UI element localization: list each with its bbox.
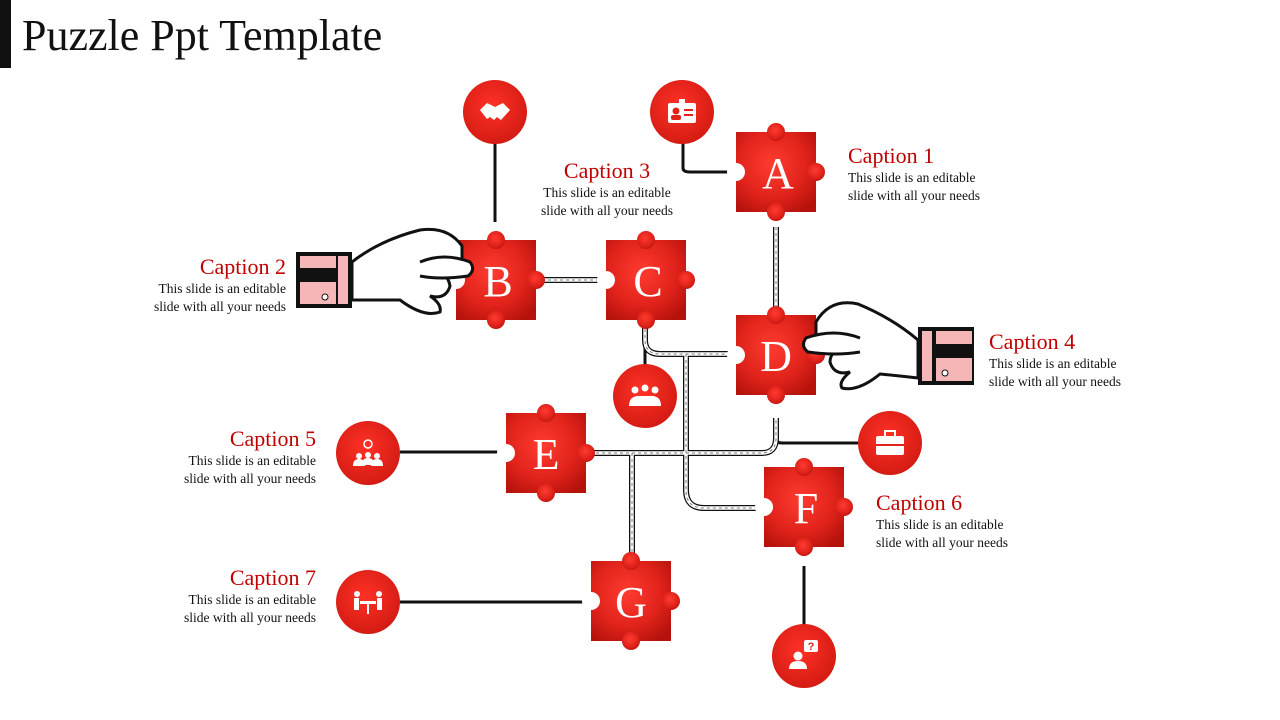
caption-5-line1: This slide is an editable [188,453,316,468]
hand-left-icon [296,227,475,315]
caption-1-line1: This slide is an editable [848,170,976,185]
puzzle-piece-e: E [497,404,595,502]
caption-5-heading: Caption 5 [229,426,316,451]
connector-d-briefcase [774,420,860,445]
caption-7-line1: This slide is an editable [188,592,316,607]
svg-text:?: ? [808,641,815,653]
id-card-icon [650,80,714,144]
caption-6-line2: slide with all your needs [876,535,1008,550]
puzzle-piece-g: G [582,552,680,650]
caption-3-line1: This slide is an editable [543,185,671,200]
idea-team-icon [336,421,400,485]
title-accent-bar [0,0,11,68]
caption-1-line2: slide with all your needs [848,188,980,203]
team-meeting-icon [613,364,677,428]
puzzle-letter-e: E [533,430,560,479]
caption-3-line2: slide with all your needs [541,203,673,218]
puzzle-piece-a: A [727,123,825,221]
caption-3-heading: Caption 3 [563,158,651,183]
puzzle-pieces: A B C D E F G [447,123,853,650]
meeting-table-icon [336,570,400,634]
caption-5: Caption 5 This slide is an editable slid… [96,426,316,488]
dashed-connectors [536,227,779,560]
handshake-icon [463,80,527,144]
page-title: Puzzle Ppt Template [22,11,383,60]
puzzle-letter-d: D [760,332,792,381]
caption-4-heading: Caption 4 [989,329,1076,354]
caption-4-line1: This slide is an editable [989,356,1117,371]
caption-1-heading: Caption 1 [848,143,935,168]
puzzle-piece-d: D [727,306,825,404]
puzzle-letter-f: F [794,484,818,533]
caption-7: Caption 7 This slide is an editable slid… [96,565,316,627]
caption-7-heading: Caption 7 [229,565,316,590]
caption-3: Caption 3 This slide is an editable slid… [497,158,717,220]
hand-right-icon [801,301,974,391]
puzzle-letter-a: A [762,149,794,198]
caption-4-line2: slide with all your needs [989,374,1121,389]
caption-2-heading: Caption 2 [199,254,286,279]
puzzle-letter-g: G [615,578,647,627]
puzzle-piece-f: F [755,458,853,556]
caption-5-line2: slide with all your needs [184,471,316,486]
caption-2-line2: slide with all your needs [154,299,286,314]
caption-2: Caption 2 This slide is an editable slid… [66,254,286,316]
caption-7-line2: slide with all your needs [184,610,316,625]
puzzle-letter-c: C [633,257,662,306]
caption-4: Caption 4 This slide is an editable slid… [989,329,1209,391]
help-question-icon: ? [772,624,836,688]
puzzle-piece-c: C [597,231,695,329]
caption-6-line1: This slide is an editable [876,517,1004,532]
puzzle-letter-b: B [483,257,512,306]
connector-a-idcard [681,140,738,174]
puzzle-piece-b: B [447,231,545,329]
caption-6-heading: Caption 6 [876,490,963,515]
caption-6: Caption 6 This slide is an editable slid… [876,490,1096,552]
caption-1: Caption 1 This slide is an editable slid… [848,143,1068,205]
caption-2-line1: This slide is an editable [158,281,286,296]
briefcase-icon [858,411,922,475]
icon-circles: ? [336,80,922,688]
